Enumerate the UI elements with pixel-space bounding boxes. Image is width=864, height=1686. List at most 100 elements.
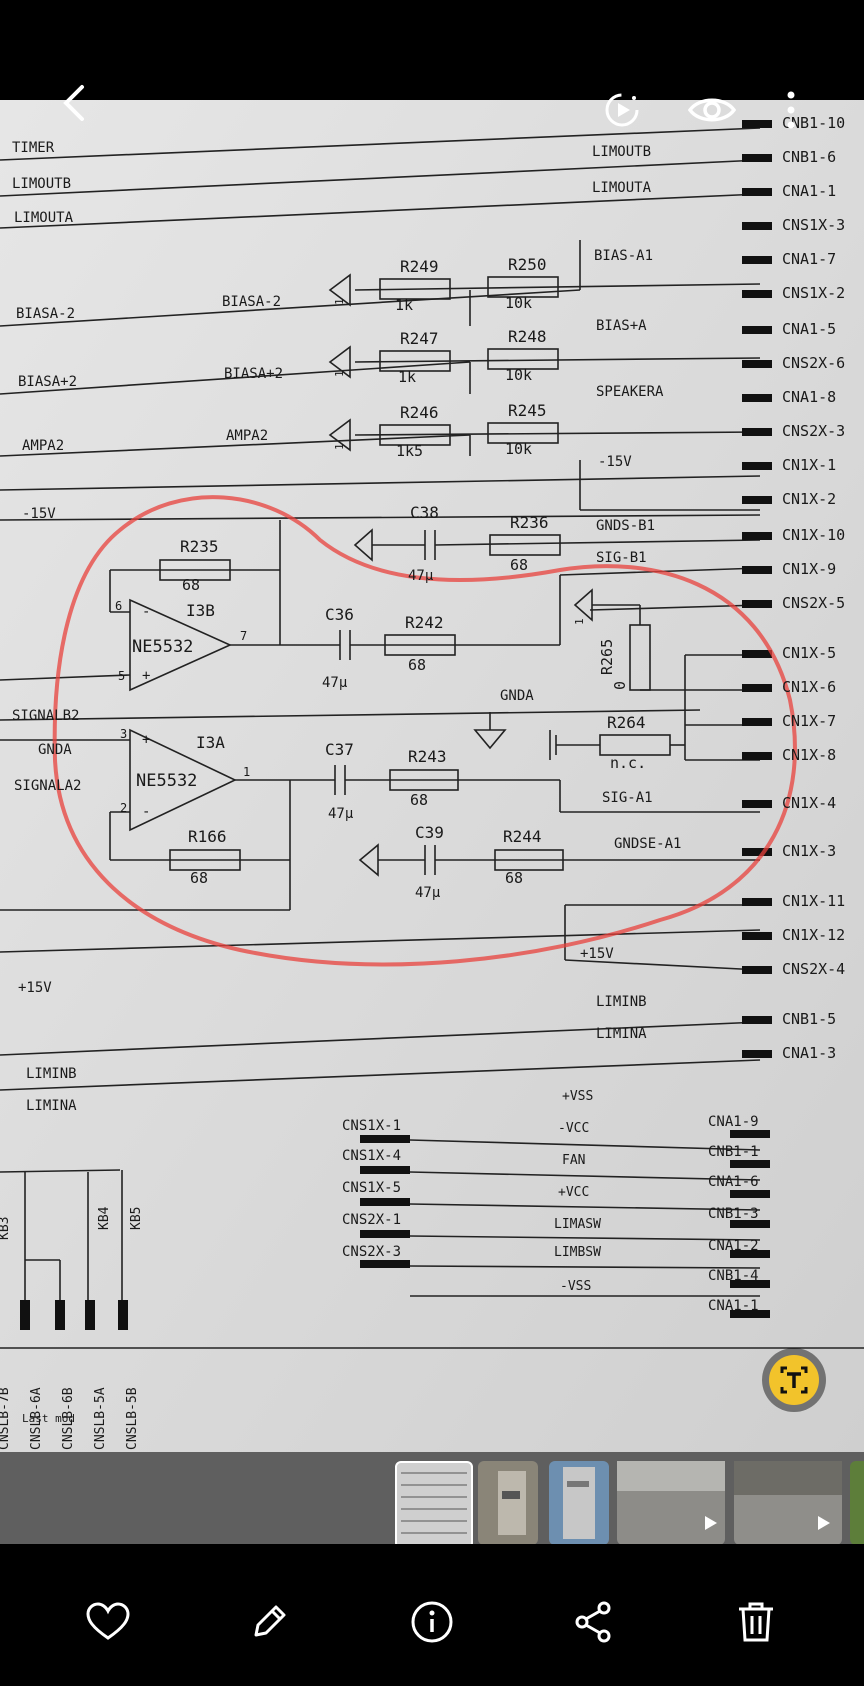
opamp-pin: 7	[240, 629, 247, 643]
left-net-label: BIASA+2	[18, 374, 77, 390]
connector-right-label: CNS2X-5	[782, 594, 845, 612]
net-label: LIMINA	[596, 1026, 647, 1042]
vertical-connector-label: KB3	[0, 1217, 12, 1240]
vertical-connector-label: CNSLB-5B	[125, 1387, 140, 1450]
net-label: BIAS+A	[596, 318, 647, 334]
bottom-right-connector: CNA1-1	[708, 1298, 759, 1314]
mid-net-label: BIASA+2	[224, 366, 283, 382]
resistor-ref: R248	[508, 327, 547, 346]
net-label: SPEAKERA	[596, 384, 664, 400]
net-label: LIMOUTB	[592, 144, 651, 160]
capacitor-value: 47μ	[322, 675, 348, 691]
resistor-value: 68	[410, 791, 428, 809]
opamp-pin: 3	[120, 727, 127, 741]
pin-one-label: 1	[333, 298, 346, 305]
resistor-ref: R166	[188, 827, 227, 846]
opamp-pin: 5	[118, 669, 125, 683]
connector-right-label: CNB1-6	[782, 148, 836, 166]
connector-right-label: CNB1-5	[782, 1010, 836, 1028]
left-net-label: TIMER	[12, 140, 55, 156]
vertical-connector-label: CNSLB-6B	[61, 1387, 76, 1450]
bottom-right-connector: CNB1-1	[708, 1144, 759, 1160]
bottom-right-connector: CNA1-2	[708, 1238, 759, 1254]
resistor-value: 68	[190, 869, 208, 887]
resistor-ref: R265	[598, 639, 616, 675]
left-net-label: LIMINA	[26, 1098, 77, 1114]
capacitor-ref: C39	[415, 823, 444, 842]
left-net-label: GNDA	[38, 742, 72, 758]
connector-right-label: CNA1-5	[782, 320, 836, 338]
opamp-part: NE5532	[136, 771, 197, 791]
resistor-value: 10k	[505, 366, 532, 384]
top-toolbar	[0, 0, 864, 100]
vertical-connector-label: CNSLB-6A	[29, 1387, 44, 1450]
left-net-label: AMPA2	[22, 438, 64, 454]
connector-right-label: CNS2X-6	[782, 354, 845, 372]
left-net-label: BIASA-2	[16, 306, 75, 322]
thumbnail-3[interactable]	[549, 1461, 609, 1545]
bottom-signal-label: +VSS	[562, 1089, 593, 1104]
bottom-signal-label: -VCC	[558, 1121, 589, 1136]
resistor-ref: R242	[405, 613, 444, 632]
capacitor-value: 47μ	[328, 806, 354, 822]
connector-right-label: CNS2X-3	[782, 422, 845, 440]
thumbnail-2[interactable]	[478, 1461, 538, 1545]
thumbnail-video-2[interactable]	[734, 1461, 842, 1545]
net-label: GNDSE-A1	[614, 836, 681, 852]
connector-right-label: CN1X-6	[782, 678, 836, 696]
pencil-icon[interactable]	[239, 1592, 299, 1652]
connector-right-label: CN1X-12	[782, 926, 845, 944]
thumbnail-video-1[interactable]	[617, 1461, 725, 1545]
connector-right-label: CNA1-1	[782, 182, 836, 200]
vertical-connector-label: KB5	[129, 1207, 144, 1230]
trash-icon[interactable]	[726, 1592, 786, 1652]
opamp-part: NE5532	[132, 637, 193, 657]
bottom-right-connector: CNA1-9	[708, 1114, 759, 1130]
mid-net-label: AMPA2	[226, 428, 268, 444]
net-label: BIAS-A1	[594, 248, 653, 264]
net-label: SIG-B1	[596, 550, 647, 566]
connector-right-label: CNB1-10	[782, 114, 845, 132]
text-extract-icon[interactable]	[762, 1348, 826, 1412]
thumbnail-6[interactable]	[850, 1461, 864, 1545]
resistor-ref: R236	[510, 513, 549, 532]
resistor-ref: R235	[180, 537, 219, 556]
pin-one-label: 1	[333, 443, 346, 450]
resistor-ref: R246	[400, 403, 439, 422]
net-label: LIMINB	[596, 994, 647, 1010]
connector-right-label: CNA1-7	[782, 250, 836, 268]
resistor-value: 10k	[505, 294, 532, 312]
more-vertical-icon[interactable]	[776, 84, 806, 136]
connector-right-label: CN1X-10	[782, 526, 845, 544]
opamp-ref: I3A	[196, 733, 225, 752]
info-icon[interactable]	[402, 1592, 462, 1652]
resistor-ref: R247	[400, 329, 439, 348]
connector-right-label: CNS1X-2	[782, 284, 845, 302]
eye-icon[interactable]	[684, 84, 740, 136]
capacitor-ref: C36	[325, 605, 354, 624]
bottom-signal-label: LIMBSW	[554, 1245, 601, 1260]
connector-right-label: CN1X-5	[782, 644, 836, 662]
chevron-left-icon[interactable]	[50, 78, 100, 128]
connector-right-label: CN1X-3	[782, 842, 836, 860]
thumbnail-current[interactable]	[395, 1461, 473, 1549]
connector-right-label: CN1X-11	[782, 892, 845, 910]
auto-enhance-icon[interactable]	[596, 84, 648, 136]
opamp-minus-sign: -	[142, 604, 150, 620]
bottom-signal-label: FAN	[562, 1153, 585, 1168]
share-icon[interactable]	[563, 1592, 623, 1652]
connector-right-label: CN1X-8	[782, 746, 836, 764]
connector-right-label: CNA1-8	[782, 388, 836, 406]
resistor-ref: R245	[508, 401, 547, 420]
resistor-value: 1k	[395, 296, 413, 314]
bottom-left-connector: CNS2X-1	[342, 1212, 401, 1228]
opamp-pin: 1	[243, 765, 250, 779]
resistor-ref: R243	[408, 747, 447, 766]
bottom-signal-label: LIMASW	[554, 1217, 601, 1232]
opamp-minus-sign: -	[142, 804, 150, 820]
capacitor-ref: C37	[325, 740, 354, 759]
bottom-signal-label: +VCC	[558, 1185, 589, 1200]
left-net-label: LIMINB	[26, 1066, 77, 1082]
heart-icon[interactable]	[78, 1592, 138, 1652]
